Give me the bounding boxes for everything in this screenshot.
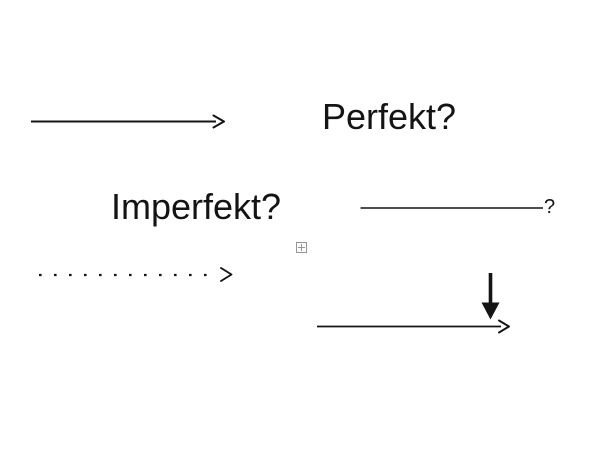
object-anchor-icon	[296, 242, 307, 253]
perfekt-label[interactable]: Perfekt?	[322, 96, 457, 137]
down-arrow[interactable]	[481, 273, 500, 320]
anchor-plus-vertical	[301, 244, 302, 251]
top-left-arrow[interactable]	[31, 114, 225, 129]
imperfekt-label[interactable]: Imperfekt?	[111, 186, 282, 227]
bottom-arrow[interactable]	[317, 319, 510, 334]
dotted-arrow[interactable]	[39, 267, 233, 282]
question-line-suffix[interactable]: ?	[544, 196, 556, 218]
